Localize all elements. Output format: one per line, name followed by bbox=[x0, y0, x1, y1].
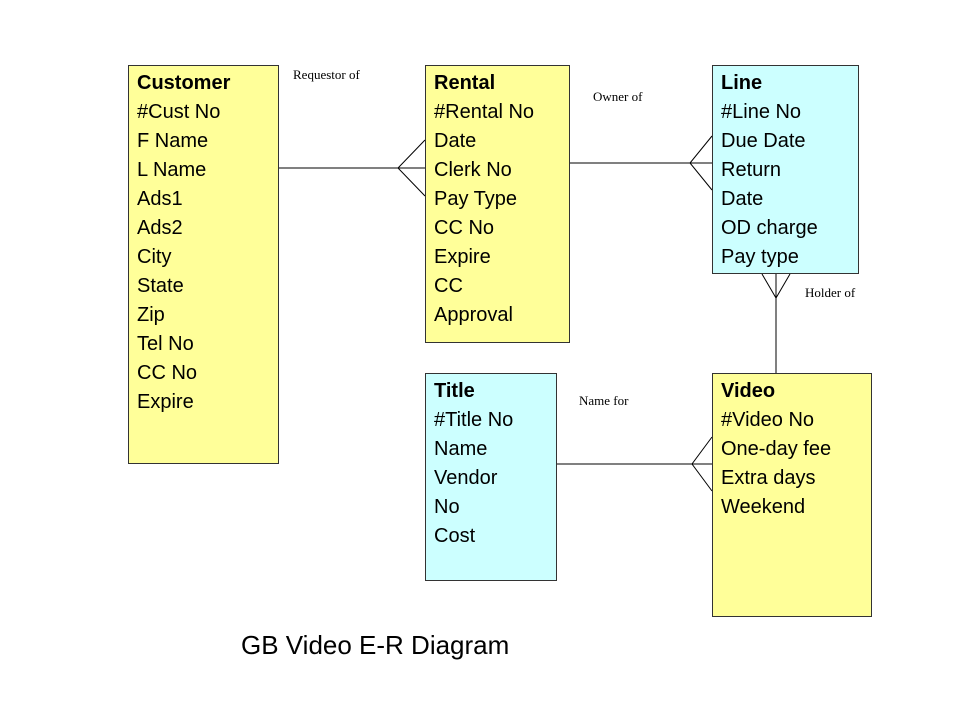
attribute: Ads2 bbox=[137, 217, 183, 239]
entity-customer: Customer #Cust No F Name L Name Ads1 Ads… bbox=[128, 65, 279, 464]
attribute: #Title No bbox=[434, 409, 514, 431]
relationship-label-name-for: Name for bbox=[579, 393, 629, 408]
attribute: Tel No bbox=[137, 333, 194, 355]
attribute: Clerk No bbox=[434, 159, 512, 181]
attribute: State bbox=[137, 275, 184, 297]
attribute: Extra days bbox=[721, 467, 816, 489]
diagram-caption: GB Video E-R Diagram bbox=[241, 630, 510, 660]
attribute: Expire bbox=[137, 391, 194, 413]
attribute: Pay Type bbox=[434, 188, 518, 210]
attribute: Pay type bbox=[721, 246, 799, 268]
relationship-label-owner-of: Owner of bbox=[593, 89, 643, 104]
attribute: CC No bbox=[137, 362, 198, 384]
entity-title: Video bbox=[721, 380, 776, 402]
attribute: #Line No bbox=[721, 101, 802, 123]
attribute: Ads1 bbox=[137, 188, 183, 210]
attribute: Name bbox=[434, 438, 488, 460]
attribute: Zip bbox=[137, 304, 165, 326]
entity-title: Customer bbox=[137, 72, 231, 94]
entity-rental: Rental #Rental No Date Clerk No Pay Type… bbox=[425, 65, 570, 343]
relationship-label-requestor-of: Requestor of bbox=[293, 67, 360, 82]
attribute: No bbox=[434, 496, 460, 518]
attribute: Date bbox=[721, 188, 764, 210]
entity-video: Video #Video No One-day fee Extra days W… bbox=[712, 373, 872, 617]
crows-foot-video bbox=[691, 436, 713, 492]
crows-foot-line-bottom bbox=[761, 273, 791, 299]
attribute: Due Date bbox=[721, 130, 806, 152]
entity-title: Rental bbox=[434, 72, 496, 94]
attribute: Expire bbox=[434, 246, 491, 268]
attribute: Weekend bbox=[721, 496, 806, 518]
attribute: Vendor bbox=[434, 467, 498, 489]
entity-title: Title #Title No Name Vendor No Cost bbox=[425, 373, 557, 581]
attribute: City bbox=[137, 246, 172, 268]
entity-line: Line #Line No Due Date Return Date OD ch… bbox=[712, 65, 859, 274]
attribute: L Name bbox=[137, 159, 207, 181]
relationship-label-holder-of: Holder of bbox=[805, 285, 856, 300]
entity-title-heading: Title bbox=[434, 380, 475, 402]
attribute: F Name bbox=[137, 130, 209, 152]
attribute: One-day fee bbox=[721, 438, 832, 460]
attribute: #Rental No bbox=[434, 101, 535, 123]
crows-foot-line bbox=[689, 135, 713, 191]
attribute: CC No bbox=[434, 217, 495, 239]
entity-title: Line bbox=[721, 72, 763, 94]
attribute: Return bbox=[721, 159, 782, 181]
attribute: #Cust No bbox=[137, 101, 221, 123]
attribute: OD charge bbox=[721, 217, 818, 239]
attribute: CC bbox=[434, 275, 463, 297]
attribute: Cost bbox=[434, 525, 476, 547]
attribute: Approval bbox=[434, 304, 513, 326]
crows-foot-rental bbox=[397, 139, 426, 197]
attribute: #Video No bbox=[721, 409, 815, 431]
attribute: Date bbox=[434, 130, 477, 152]
